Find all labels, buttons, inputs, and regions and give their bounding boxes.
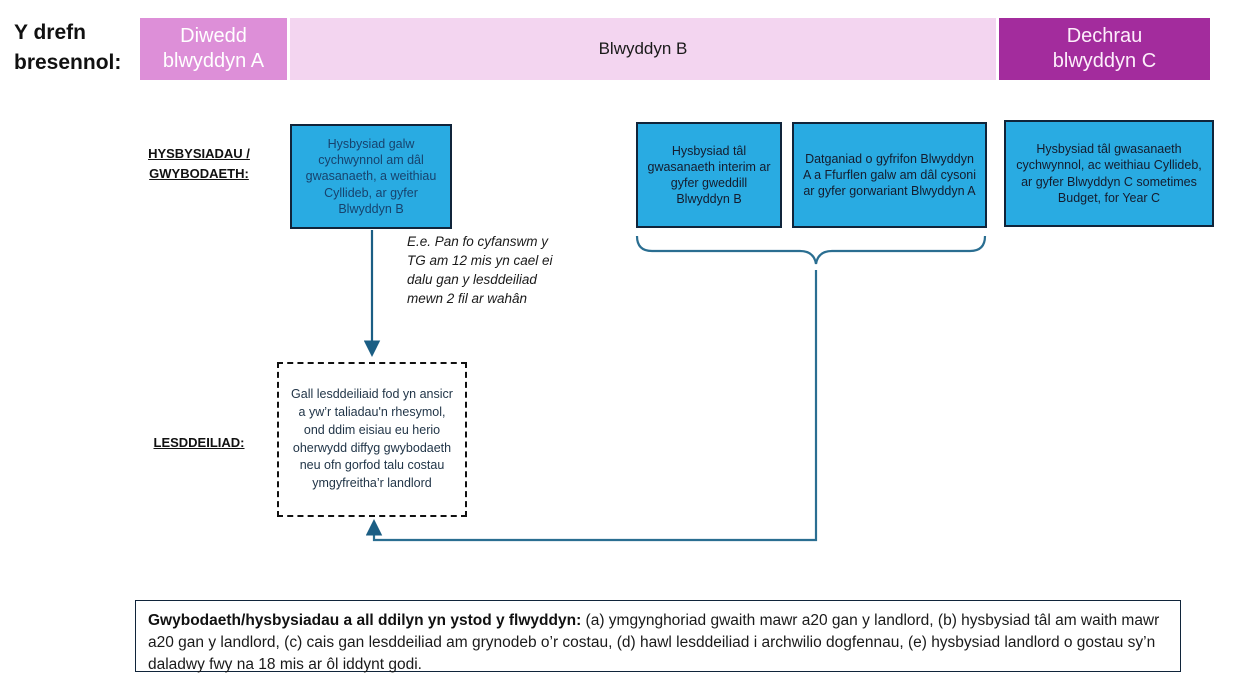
row-label-notices: HYSBYSIADAU / GWYBODAETH: xyxy=(148,146,250,182)
notice-box-text: Datganiad o gyfrifon Blwyddyn A a Ffurfl… xyxy=(803,151,976,199)
notice-box-text: Hysbysiad tâl gwasanaeth interim ar gyfe… xyxy=(647,143,771,207)
notice-box-text: Hysbysiad tâl gwasanaeth cychwynnol, ac … xyxy=(1016,142,1202,205)
timeline-segment-label: Diwedd blwyddyn A xyxy=(162,25,265,72)
timeline-segment-year-b: Blwyddyn B xyxy=(290,18,996,80)
leaseholder-uncertainty-box: Gall lesddeiliaid fod yn ansicr a yw’r t… xyxy=(277,362,467,517)
timeline-segment-start-year-c: Dechrau blwyddyn C xyxy=(999,18,1210,80)
row-label-leaseholder: LESDDEILIAD: xyxy=(153,435,245,450)
brace-under-notice-boxes xyxy=(635,235,987,265)
footer-note-box: Gwybodaeth/hysbysiadau a all ddilyn yn y… xyxy=(135,600,1181,673)
notice-box-initial-demand: Hysbysiad galw cychwynnol am dâl gwasana… xyxy=(290,124,452,229)
timeline-segment-end-year-a: Diwedd blwyddyn A xyxy=(140,18,287,80)
notice-box-accounts-statement: Datganiad o gyfrifon Blwyddyn A a Ffurfl… xyxy=(792,122,987,228)
notice-box-interim-charge: Hysbysiad tâl gwasanaeth interim ar gyfe… xyxy=(636,122,782,228)
leaseholder-uncertainty-text: Gall lesddeiliaid fod yn ansicr a yw’r t… xyxy=(291,387,453,490)
footer-note-lead: Gwybodaeth/hysbysiadau a all ddilyn yn y… xyxy=(148,612,582,629)
timeline-segment-label: Blwyddyn B xyxy=(598,39,688,58)
notice-box-year-c-charge: Hysbysiad tâl gwasanaeth cychwynnol, ac … xyxy=(1004,120,1214,227)
timeline-segment-label: Dechrau blwyddyn C xyxy=(1052,25,1157,72)
notice-box-text: Hysbysiad galw cychwynnol am dâl gwasana… xyxy=(305,136,437,216)
footer-note-body: (a) ymgynghoriad gwaith mawr a20 gan y l… xyxy=(148,612,1160,673)
page-title: Y drefn bresennol: xyxy=(14,21,122,75)
example-note: E.e. Pan fo cyfanswm y TG am 12 mis yn c… xyxy=(407,234,553,306)
